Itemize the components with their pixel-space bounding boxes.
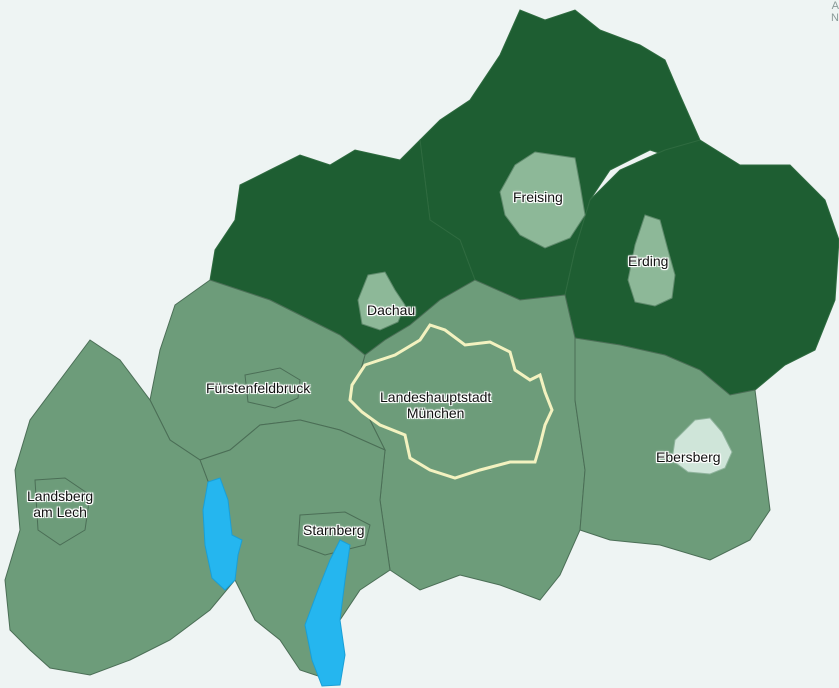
town-freising[interactable] [499,151,586,249]
label-starnberg: Starnberg [303,522,365,538]
corner-text-line2: N [831,12,839,24]
city-muenchen[interactable] [348,323,554,480]
label-landsberg: Landsberg am Lech [27,488,93,520]
town-landsberg [34,477,91,546]
district-ebersberg[interactable] [574,337,771,561]
lake-starnberger-see [304,539,351,687]
label-muenchen: Landeshauptstadt München [380,389,491,421]
lake-ammersee [202,477,243,591]
corner-text-line1: A [831,0,839,12]
town-dachau[interactable] [357,271,406,331]
town-ebersberg[interactable] [671,417,733,475]
label-fuerstenfeldbruck: Fürstenfeldbruck [206,380,311,396]
label-freising: Freising [513,189,563,205]
town-starnberg [297,511,371,556]
corner-text: A N [831,0,839,24]
label-muenchen-line1: Landeshauptstadt [380,389,492,405]
label-erding: Erding [628,253,669,269]
label-ebersberg: Ebersberg [656,449,721,465]
label-dachau: Dachau [367,302,416,318]
district-landsberg[interactable] [4,339,236,676]
town-erding[interactable] [627,214,676,307]
label-landsberg-line1: Landsberg [27,488,94,504]
label-muenchen-line2: München [406,405,465,421]
label-landsberg-line2: am Lech [33,504,87,520]
town-fuerstenfeldbruck [244,367,301,409]
